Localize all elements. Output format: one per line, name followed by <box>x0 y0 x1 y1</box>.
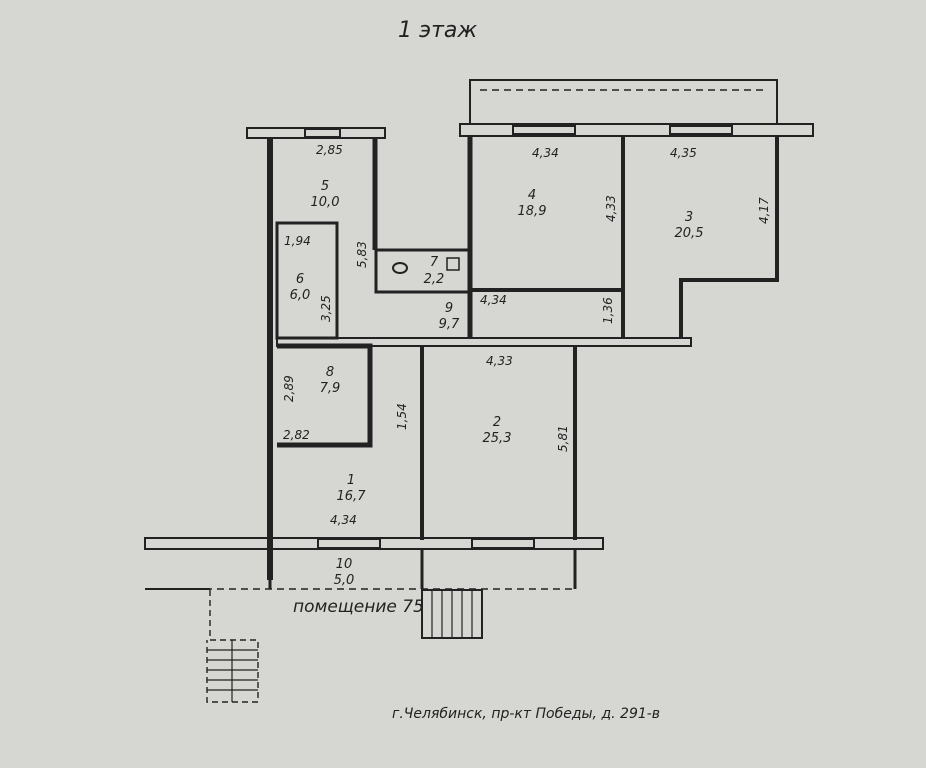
wall-room3-outer <box>679 136 779 338</box>
dim-label: 4,34 <box>480 293 507 307</box>
dim-label: 5,81 <box>556 425 570 452</box>
room-number: 3 <box>685 210 693 225</box>
dim-label: 1,54 <box>395 403 409 430</box>
dim-label: 2,82 <box>283 428 310 442</box>
premises-label: помещение 75 <box>293 597 424 617</box>
room-area: 18,9 <box>518 204 547 219</box>
room8-box <box>277 343 373 448</box>
floor-title: 1 этаж <box>398 18 478 43</box>
dim-label: 4,17 <box>757 197 771 224</box>
dimension-labels: 2,85 4,34 4,35 1,94 4,34 4,33 2,82 4,34 <box>283 143 697 527</box>
dim-label: 4,33 <box>604 195 618 222</box>
room-number: 10 <box>336 557 353 572</box>
dim-label: 5,83 <box>355 241 369 268</box>
dim-label: 4,34 <box>532 146 559 160</box>
room-number: 1 <box>347 473 355 488</box>
room-area: 9,7 <box>439 317 460 332</box>
window-room1 <box>317 538 381 549</box>
dim-label: 4,35 <box>670 146 697 160</box>
room-number: 5 <box>321 179 329 194</box>
stairs-left-outline <box>206 590 259 703</box>
room-number: 6 <box>296 272 304 287</box>
address-caption: г.Челябинск, пр-кт Победы, д. 291-в <box>392 706 661 722</box>
room-area: 16,7 <box>337 489 367 504</box>
dim-label: 3,25 <box>319 295 333 322</box>
balcony-top <box>469 79 778 124</box>
room-number: 4 <box>528 188 536 203</box>
room-number: 7 <box>430 255 439 270</box>
dim-label: 1,94 <box>284 234 311 248</box>
stairs-right-steps <box>431 590 473 638</box>
room-area: 6,0 <box>290 288 311 303</box>
stairs-left-steps <box>207 640 258 702</box>
room-labels: 5 10,0 6 6,0 7 2,2 9 9,7 4 18,9 3 20,5 8… <box>290 179 704 588</box>
dim-label: 1,36 <box>601 297 615 324</box>
sink-symbol <box>446 257 460 271</box>
room-area: 2,2 <box>424 272 445 287</box>
room-area: 25,3 <box>483 431 512 446</box>
room-area: 7,9 <box>320 381 341 396</box>
room-number: 2 <box>493 415 501 430</box>
room-area: 20,5 <box>675 226 704 241</box>
dim-label: 4,33 <box>486 354 513 368</box>
corridor-wall <box>276 337 692 347</box>
toilet-symbol <box>392 262 408 274</box>
wall-top-rooms-3-4 <box>459 123 814 137</box>
dim-label: 2,89 <box>282 375 296 402</box>
room-area: 10,0 <box>311 195 340 210</box>
window-room5 <box>304 128 341 138</box>
dimension-labels-vertical: 4,33 4,17 5,83 3,25 1,36 2,89 1,54 5,81 <box>282 195 771 452</box>
room-number: 8 <box>326 365 334 380</box>
dim-label: 4,34 <box>330 513 357 527</box>
room-number: 9 <box>445 301 453 316</box>
window-room4 <box>512 125 576 135</box>
window-room3 <box>669 125 733 135</box>
room-area: 5,0 <box>334 573 355 588</box>
dim-label: 2,85 <box>316 143 343 157</box>
window-room2 <box>471 538 535 549</box>
